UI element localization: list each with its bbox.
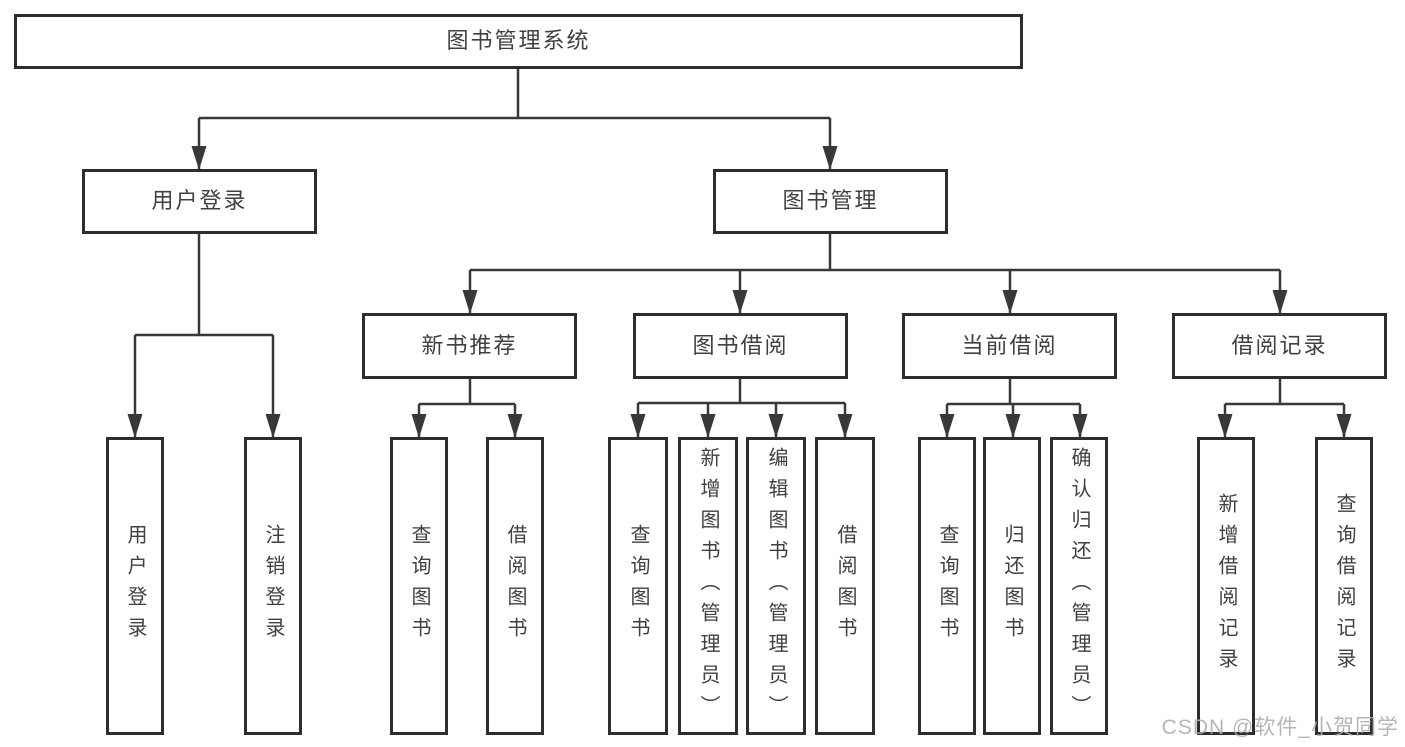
leaf-logout-label: 注销登录 bbox=[262, 524, 284, 648]
leaf-borrow-borrow-book-label: 借阅图书 bbox=[834, 524, 856, 648]
leaf-current-confirm-return-label: 确认归还（管理员） bbox=[1068, 446, 1090, 726]
node-book-management-label: 图书管理 bbox=[782, 188, 879, 214]
leaf-recommend-query-book-label: 查询图书 bbox=[408, 524, 430, 648]
leaf-borrow-edit-book: 编辑图书（管理员） bbox=[746, 437, 806, 735]
leaf-borrow-query-book: 查询图书 bbox=[608, 437, 668, 735]
leaf-current-return-book: 归还图书 bbox=[983, 437, 1041, 735]
leaf-current-return-book-label: 归还图书 bbox=[1001, 524, 1023, 648]
leaf-current-query-book: 查询图书 bbox=[918, 437, 976, 735]
csdn-watermark: CSDN @软件_小贺同学 bbox=[1161, 716, 1399, 739]
node-book-management: 图书管理 bbox=[713, 169, 948, 234]
leaf-records-add-record-label: 新增借阅记录 bbox=[1215, 493, 1237, 679]
leaf-recommend-query-book: 查询图书 bbox=[390, 437, 448, 735]
leaf-user-login: 用户登录 bbox=[106, 437, 164, 735]
leaf-records-query-record-label: 查询借阅记录 bbox=[1333, 493, 1355, 679]
leaf-recommend-borrow-book: 借阅图书 bbox=[486, 437, 544, 735]
leaf-borrow-query-book-label: 查询图书 bbox=[627, 524, 649, 648]
node-book-borrow: 图书借阅 bbox=[633, 313, 848, 379]
leaf-records-query-record: 查询借阅记录 bbox=[1315, 437, 1373, 735]
node-borrow-records-label: 借阅记录 bbox=[1231, 332, 1328, 358]
leaf-logout: 注销登录 bbox=[244, 437, 302, 735]
leaf-records-add-record: 新增借阅记录 bbox=[1197, 437, 1255, 735]
leaf-borrow-edit-book-label: 编辑图书（管理员） bbox=[765, 446, 787, 726]
node-user-login: 用户登录 bbox=[82, 169, 317, 234]
node-current-borrow-label: 当前借阅 bbox=[961, 332, 1058, 358]
node-borrow-records: 借阅记录 bbox=[1172, 313, 1387, 379]
node-root-label: 图书管理系统 bbox=[446, 28, 591, 54]
node-user-login-label: 用户登录 bbox=[151, 188, 248, 214]
leaf-current-query-book-label: 查询图书 bbox=[936, 524, 958, 648]
node-current-borrow: 当前借阅 bbox=[902, 313, 1117, 379]
leaf-borrow-add-book-label: 新增图书（管理员） bbox=[697, 446, 719, 726]
node-new-book-recommend-label: 新书推荐 bbox=[421, 332, 518, 358]
leaf-user-login-label: 用户登录 bbox=[124, 524, 146, 648]
leaf-borrow-borrow-book: 借阅图书 bbox=[815, 437, 875, 735]
node-root: 图书管理系统 bbox=[14, 14, 1023, 69]
node-book-borrow-label: 图书借阅 bbox=[692, 332, 789, 358]
leaf-recommend-borrow-book-label: 借阅图书 bbox=[504, 524, 526, 648]
leaf-borrow-add-book: 新增图书（管理员） bbox=[678, 437, 738, 735]
node-new-book-recommend: 新书推荐 bbox=[362, 313, 577, 379]
leaf-current-confirm-return: 确认归还（管理员） bbox=[1050, 437, 1108, 735]
